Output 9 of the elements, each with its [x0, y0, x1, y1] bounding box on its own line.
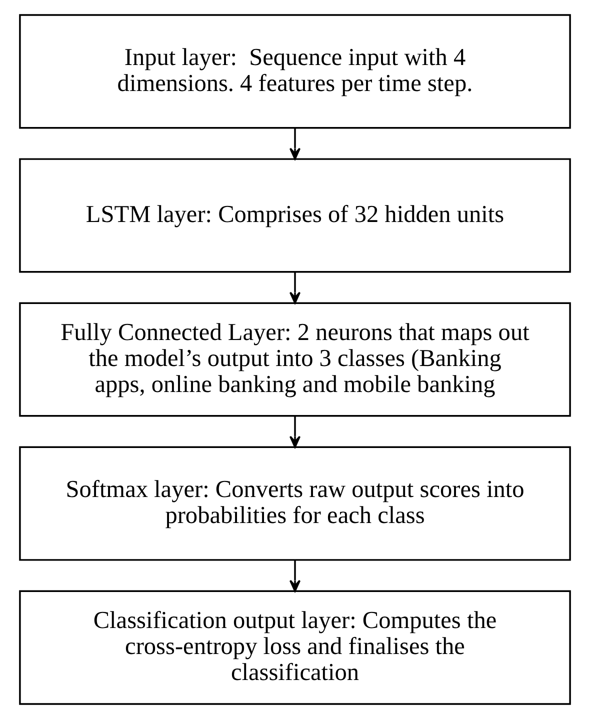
- node-box: LSTM layer: Comprises of 32 hidden units: [19, 158, 571, 273]
- arrow: [289, 128, 301, 160]
- node-box: Fully Connected Layer: 2 neurons that maps out the model’s output into 3 classes (Banking apps, online banking and mobile banking: [19, 302, 571, 417]
- node-box: Classification output layer: Computes the cross-entropy loss and finalises the classification: [19, 590, 571, 705]
- arrow: [289, 416, 301, 448]
- arrow: [289, 560, 301, 592]
- node-box: Softmax layer: Converts raw output scores into probabilities for each class: [19, 446, 571, 561]
- node-box: Input layer: Sequence input with 4 dimensions. 4 features per time step.: [19, 14, 571, 129]
- arrow: [289, 272, 301, 304]
